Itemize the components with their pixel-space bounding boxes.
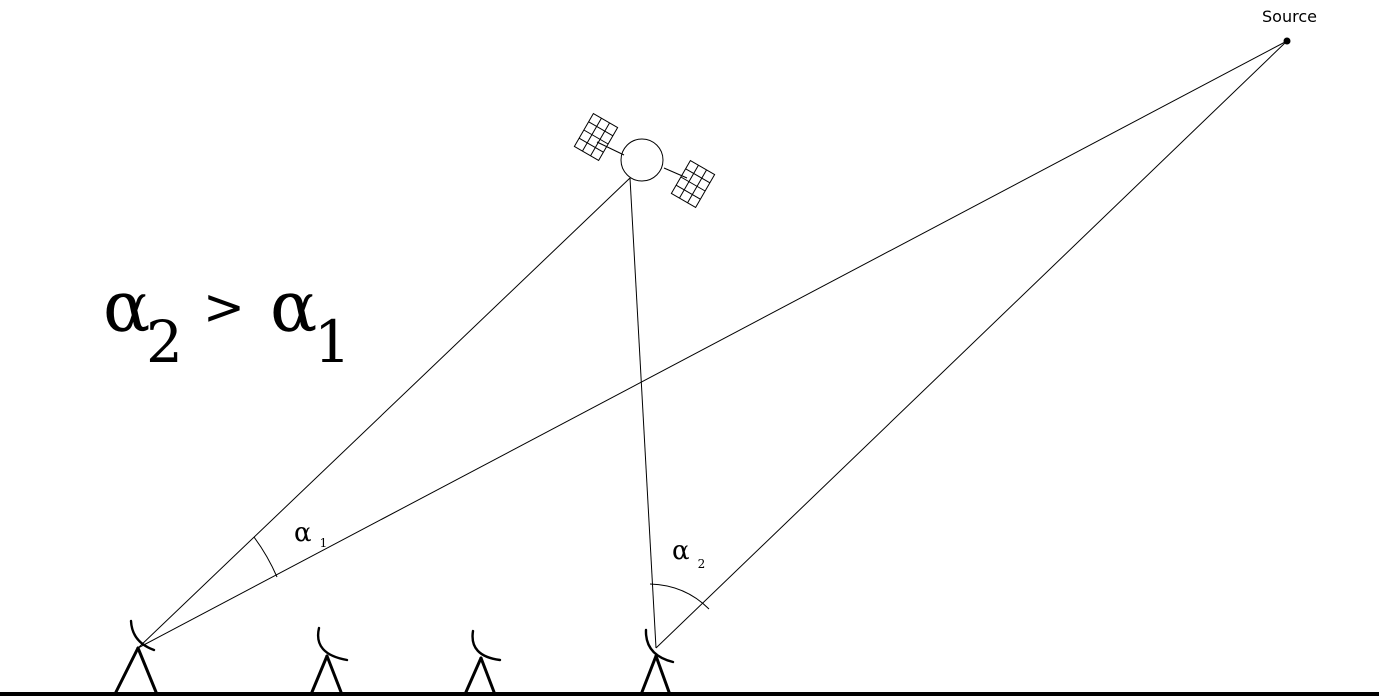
line-left-antenna-to-satellite bbox=[137, 177, 631, 649]
source-point bbox=[1283, 37, 1291, 45]
angle-label-alpha1: α 1 bbox=[294, 518, 327, 550]
alpha1-subscript: 1 bbox=[320, 536, 328, 550]
alpha2-symbol: α bbox=[672, 536, 690, 566]
antenna-icon bbox=[464, 629, 502, 694]
alpha1-symbol: α bbox=[294, 518, 312, 548]
angle-label-alpha2: α 2 bbox=[672, 536, 705, 571]
angle-arc-alpha1 bbox=[253, 536, 278, 578]
line-right-antenna-to-satellite bbox=[629, 177, 657, 649]
source-label: Source bbox=[1262, 7, 1317, 26]
antenna-icon bbox=[114, 619, 158, 694]
relation-right-symbol: α bbox=[270, 266, 317, 348]
relation-right-subscript: 1 bbox=[314, 308, 351, 376]
solar-panel-left bbox=[573, 112, 619, 162]
antenna-icon bbox=[640, 628, 675, 694]
relation-left-symbol: α bbox=[103, 266, 150, 348]
angle-relation: α 2 > α 1 bbox=[103, 266, 351, 376]
line-left-antenna-to-source bbox=[137, 40, 1288, 649]
relation-left-subscript: 2 bbox=[146, 308, 183, 376]
line-right-antenna-to-source bbox=[655, 40, 1288, 649]
relation-operator: > bbox=[203, 278, 245, 336]
satellite-icon bbox=[573, 112, 716, 209]
solar-panel-right bbox=[670, 159, 716, 209]
angle-arc-alpha2 bbox=[649, 583, 710, 610]
antenna-icon bbox=[310, 626, 349, 694]
alpha2-subscript: 2 bbox=[698, 557, 706, 571]
